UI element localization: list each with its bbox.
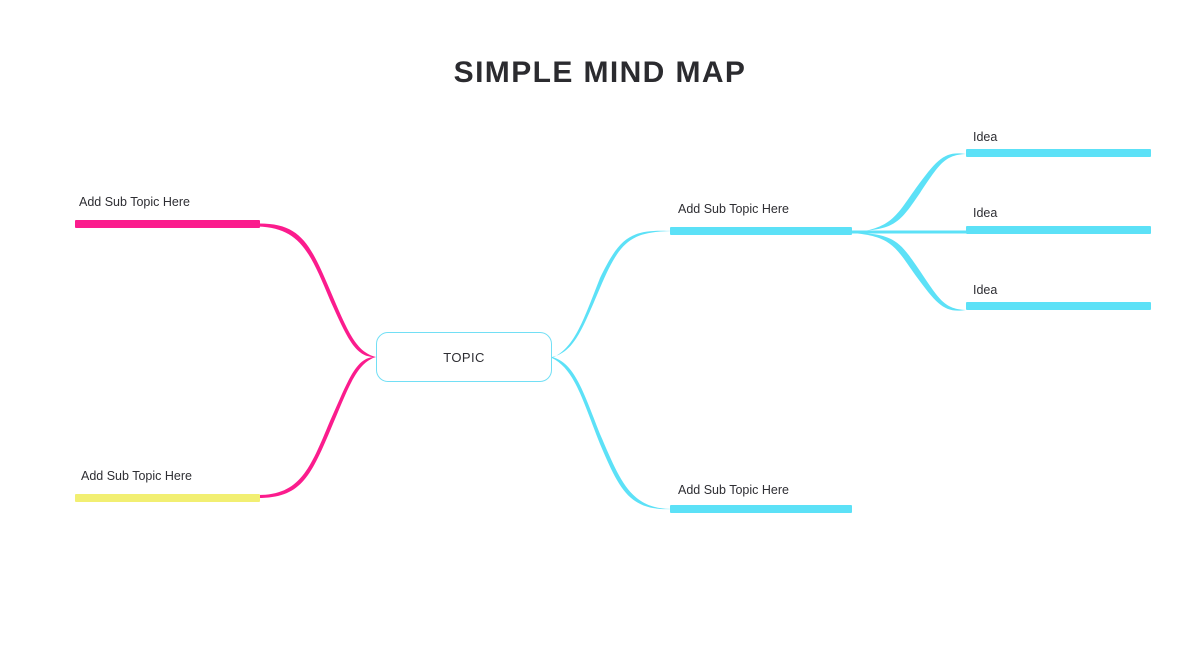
idea-node-2-bar[interactable] — [966, 226, 1151, 234]
branch-left-top-bar[interactable] — [75, 220, 260, 228]
idea-node-3-bar[interactable] — [966, 302, 1151, 310]
branch-left-bottom-label: Add Sub Topic Here — [81, 469, 192, 483]
connector-right-top — [552, 230, 672, 358]
connector-idea-2 — [852, 230, 966, 234]
connector-idea-3 — [852, 233, 966, 311]
idea-node-1-bar[interactable] — [966, 149, 1151, 157]
idea-node-2-label: Idea — [973, 206, 998, 220]
center-topic-label: TOPIC — [443, 349, 485, 365]
page-title: SIMPLE MIND MAP — [453, 56, 747, 89]
branch-right-bottom-label: Add Sub Topic Here — [678, 483, 789, 497]
connector-idea-1 — [852, 153, 966, 233]
branch-right-top-bar[interactable] — [670, 227, 852, 235]
idea-node-3-label: Idea — [973, 283, 998, 297]
connector-left-top — [258, 223, 376, 358]
branch-right-bottom-bar[interactable] — [670, 505, 852, 513]
branch-left-bottom-bar[interactable] — [75, 494, 260, 502]
branch-right-top-label: Add Sub Topic Here — [678, 202, 789, 216]
connector-left-bottom — [258, 356, 376, 498]
branch-left-top-label: Add Sub Topic Here — [79, 195, 190, 209]
center-topic-node[interactable]: TOPIC — [376, 332, 552, 382]
idea-node-1-label: Idea — [973, 130, 998, 144]
connector-right-bottom — [552, 357, 672, 510]
